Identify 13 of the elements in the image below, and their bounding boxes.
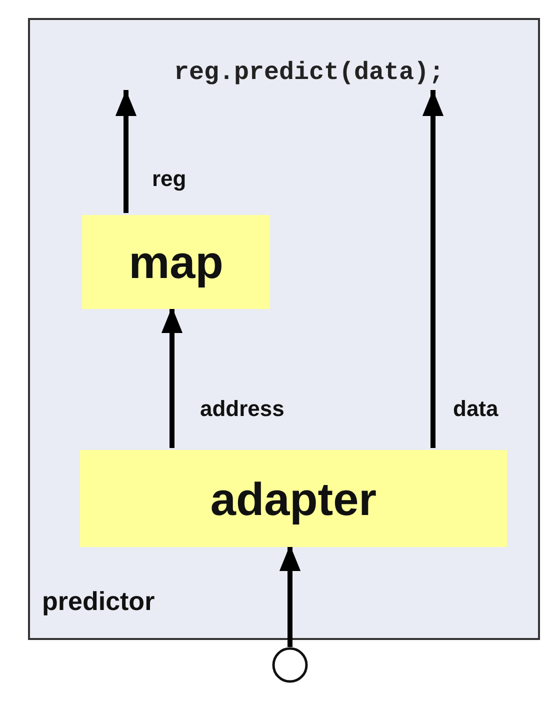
panel-frame	[28, 18, 540, 640]
code-text: reg.predict(data);	[84, 54, 534, 92]
panel-title: predictor	[42, 586, 155, 617]
process-box: map	[82, 215, 270, 309]
edge-label: data	[453, 396, 498, 422]
arrow	[115, 90, 137, 213]
circle-node	[272, 647, 308, 683]
process-box: adapter	[80, 450, 507, 547]
edge-label: reg	[152, 166, 186, 192]
arrow	[422, 90, 444, 448]
arrow	[279, 545, 301, 647]
edge-label: address	[200, 396, 284, 422]
arrow	[161, 307, 183, 448]
